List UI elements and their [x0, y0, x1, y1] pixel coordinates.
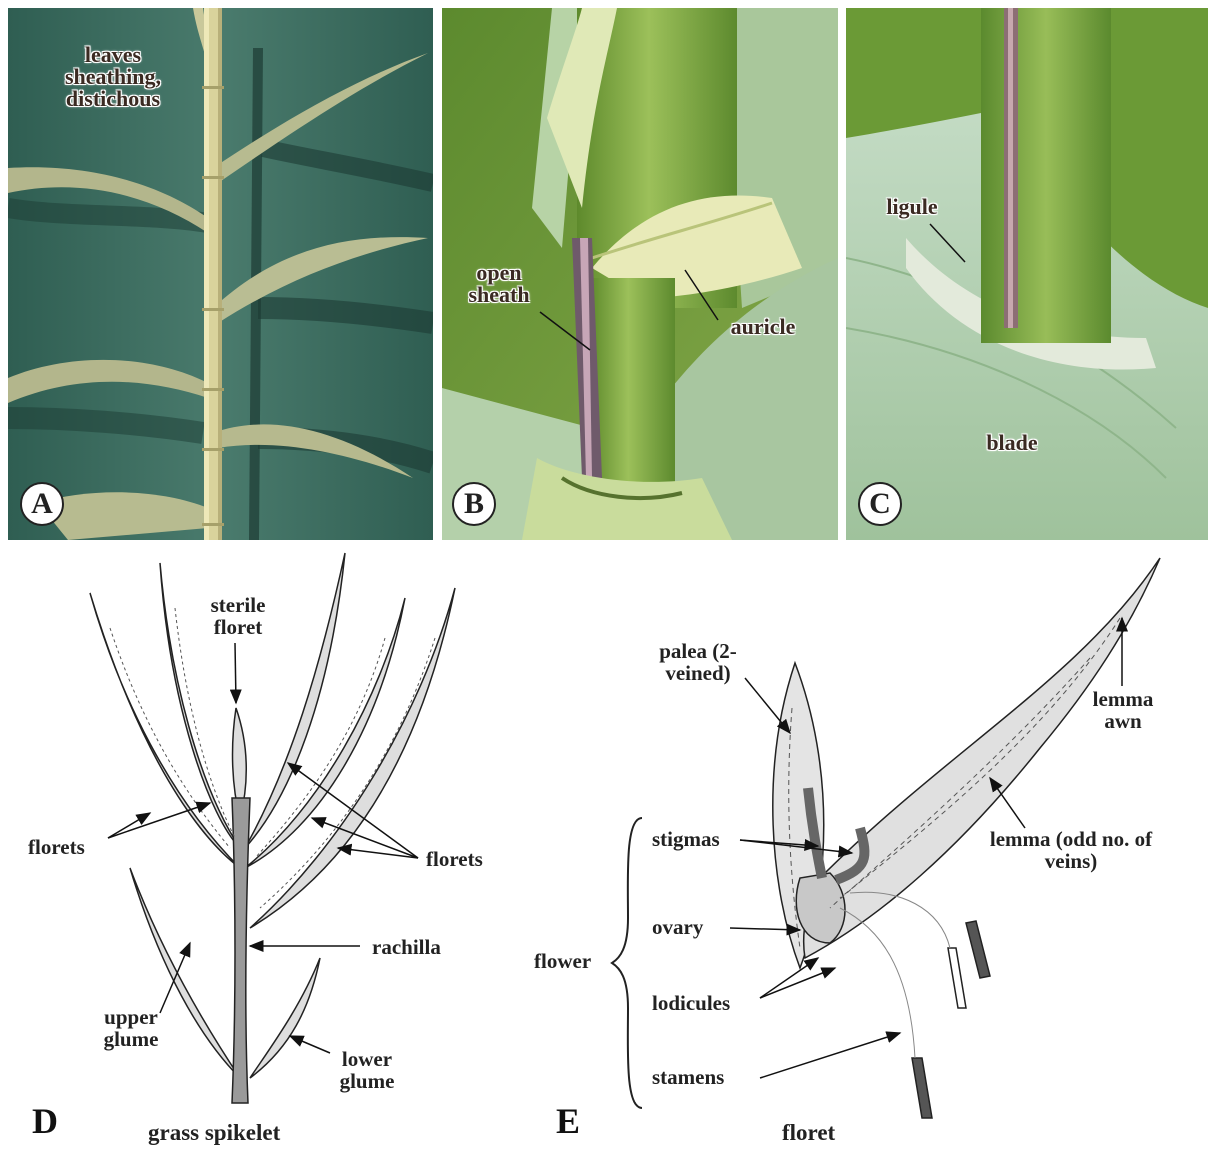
leader-open-sheath — [540, 312, 590, 350]
photo-leader-lines — [0, 0, 1208, 548]
label-stamens: stamens — [652, 1066, 724, 1088]
flower-brace — [612, 818, 642, 1108]
label-rachilla: rachilla — [372, 936, 441, 958]
label-lemma: lemma (odd no. of veins) — [966, 828, 1176, 872]
label-stigmas: stigmas — [652, 828, 720, 850]
label-lemma-awn: lemma awn — [1078, 688, 1168, 732]
caption-floret: floret — [782, 1120, 835, 1146]
label-florets-right: florets — [426, 848, 483, 870]
label-lower-glume: lower glume — [322, 1048, 412, 1092]
label-palea: palea (2-veined) — [628, 640, 768, 684]
leader-sterile-floret — [235, 643, 236, 703]
label-sterile-floret: sterile floret — [188, 594, 288, 638]
label-ovary: ovary — [652, 916, 703, 938]
leader-stamens — [760, 1033, 900, 1078]
label-flower: flower — [534, 950, 591, 972]
label-florets-left: florets — [28, 836, 85, 858]
caption-grass-spikelet: grass spikelet — [148, 1120, 280, 1146]
label-lodicules: lodicules — [652, 992, 730, 1014]
label-upper-glume: upper glume — [86, 1006, 176, 1050]
panel-letter-d: D — [32, 1100, 58, 1142]
leader-auricle — [685, 270, 718, 320]
panel-letter-e: E — [556, 1100, 580, 1142]
leader-ligule — [930, 224, 965, 262]
